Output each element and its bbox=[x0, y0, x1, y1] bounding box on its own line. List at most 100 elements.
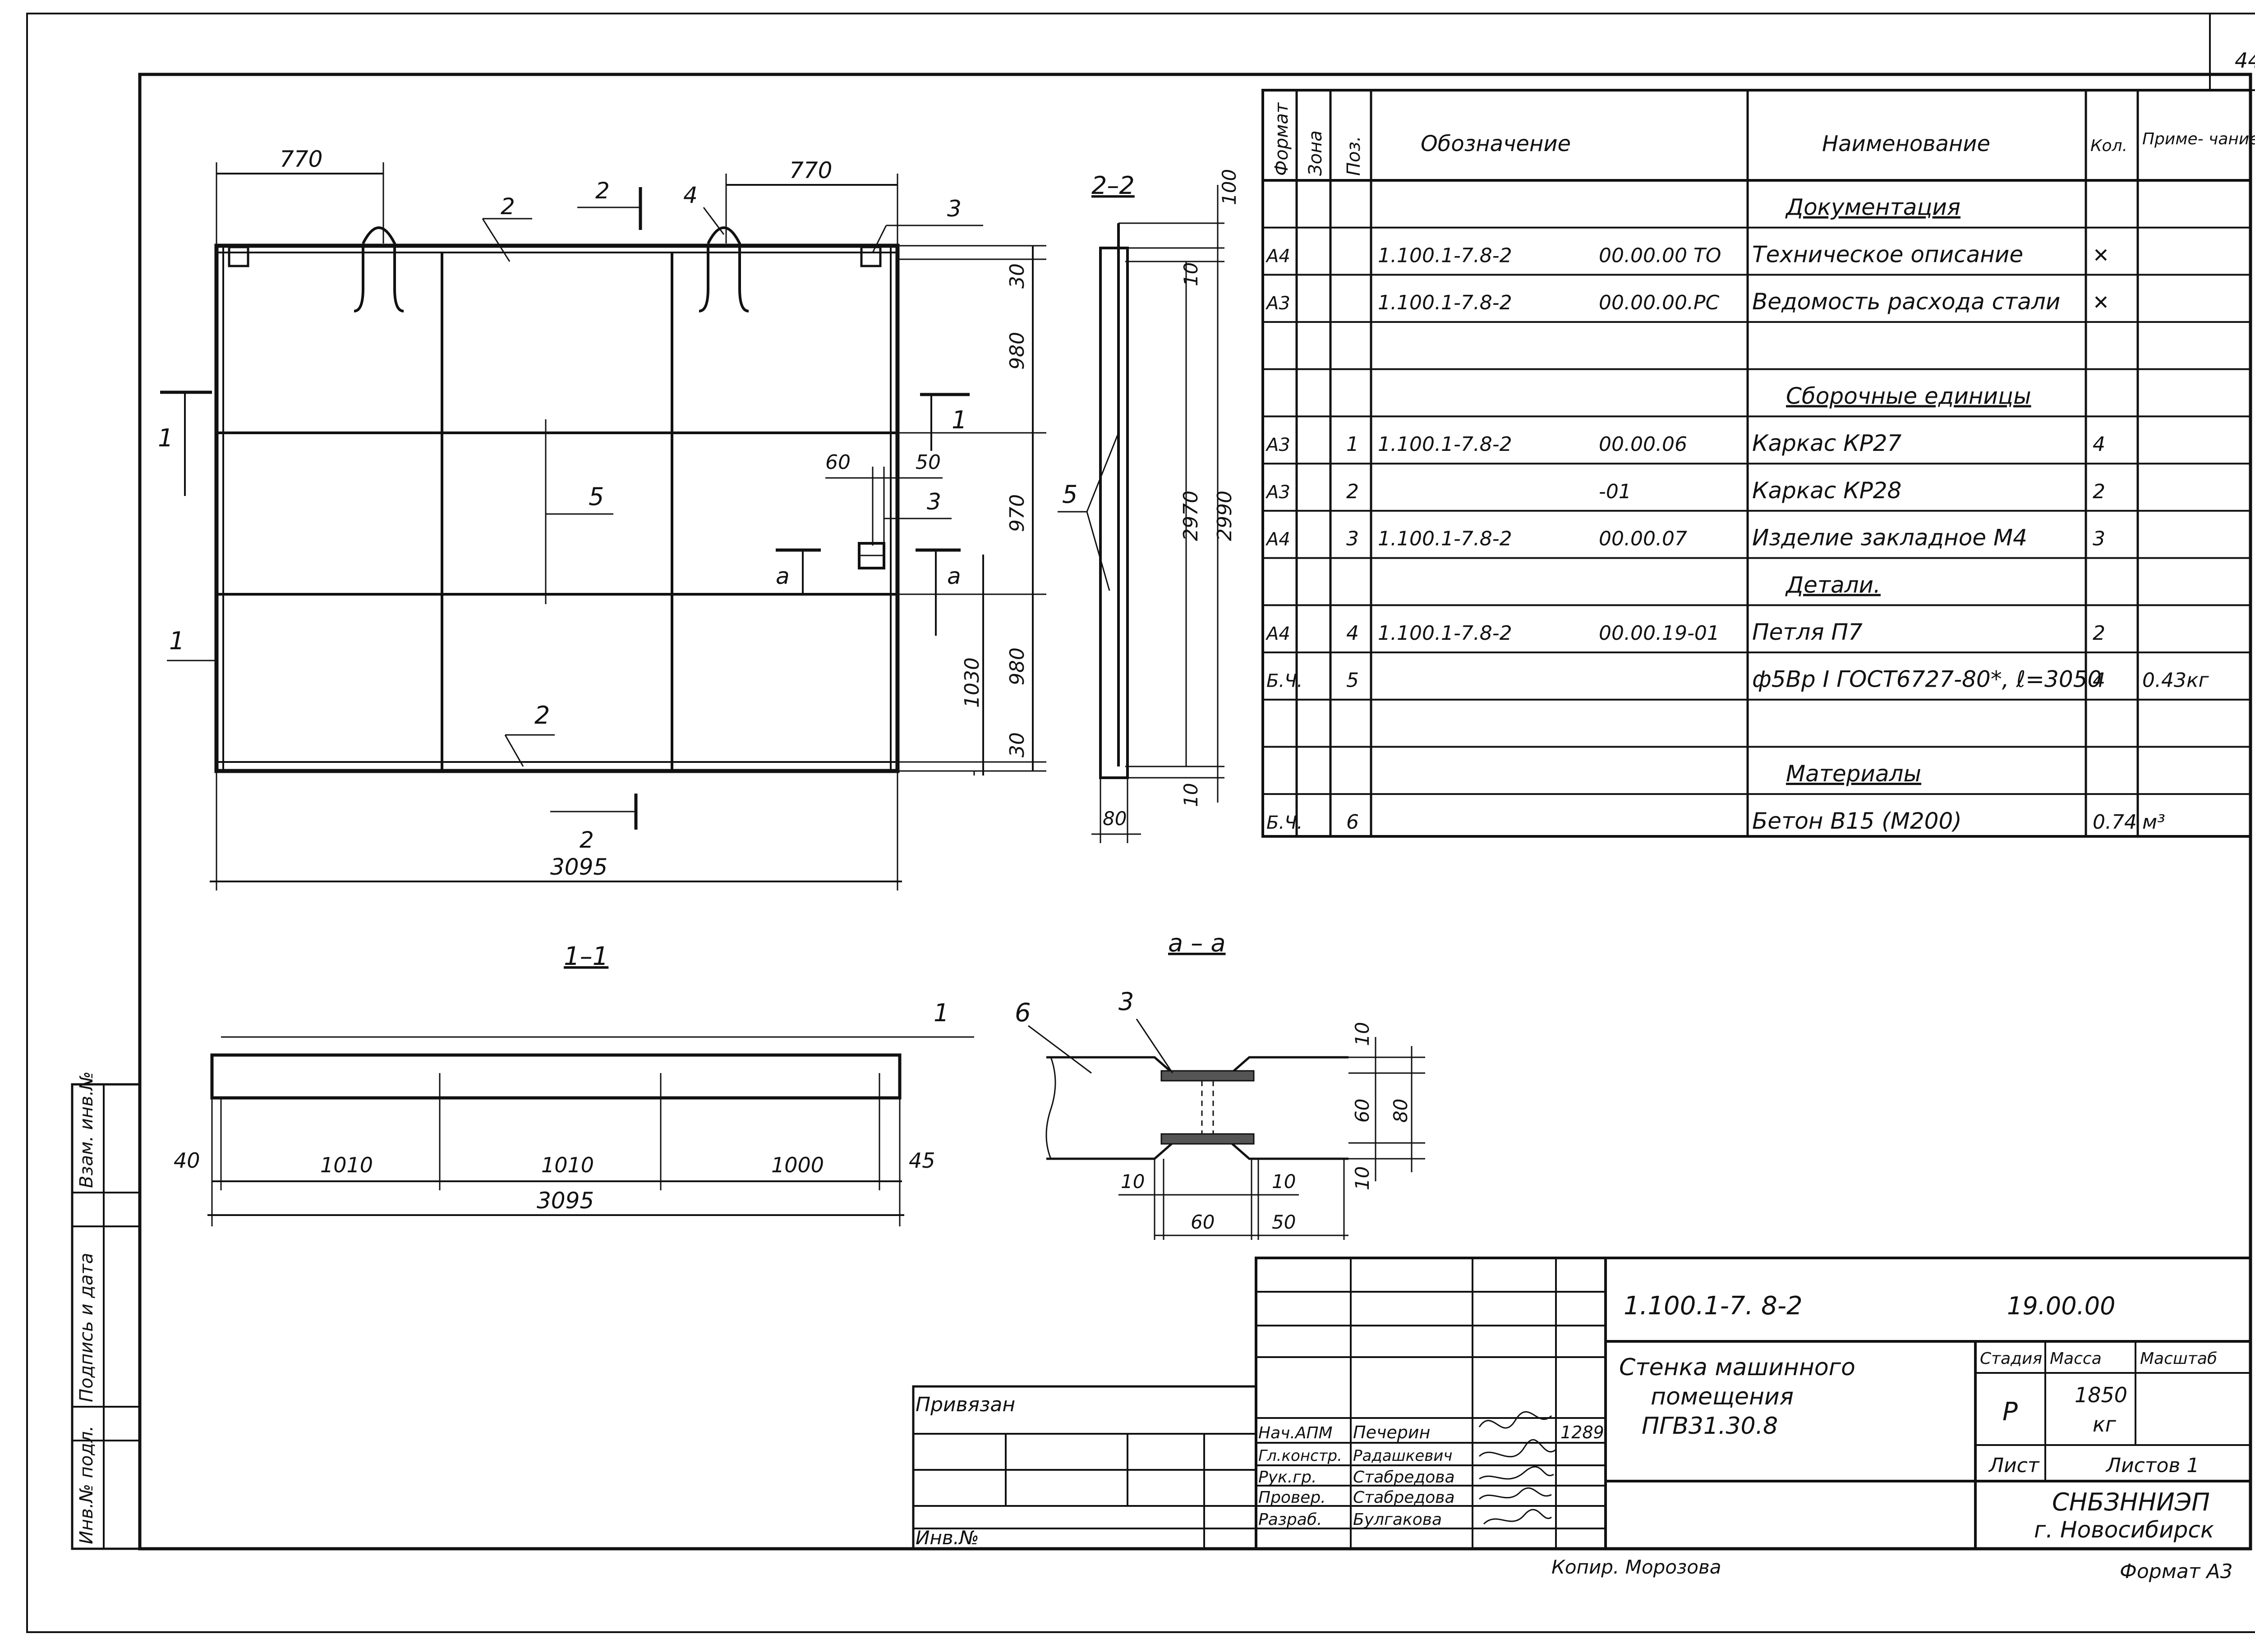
spec-cell-format: А4 bbox=[1265, 624, 1290, 644]
s11-dim-1000: 1000 bbox=[771, 1153, 824, 1177]
embedded-part bbox=[860, 246, 882, 267]
spec-cell-name: Материалы bbox=[1786, 761, 1921, 787]
stamp-signature-date: Подпись и дата bbox=[76, 1253, 97, 1402]
s22-dim-10-bot: 10 bbox=[1180, 783, 1202, 807]
s11-dim-45: 45 bbox=[909, 1148, 935, 1173]
spec-cell-format: А3 bbox=[1265, 435, 1290, 455]
spec-cell-designation: 1.100.1-7.8-2 bbox=[1378, 528, 1512, 551]
signature bbox=[1478, 1439, 1556, 1458]
wall-panel-outline bbox=[214, 243, 900, 773]
spec-cell-qty: 3 bbox=[2093, 528, 2105, 551]
org-line-1: СНБЗННИЭП bbox=[2052, 1488, 2210, 1516]
s22-dim-2990: 2990 bbox=[1213, 491, 1236, 541]
embed-plate-bottom bbox=[1160, 1133, 1255, 1145]
staff-role-5: Разраб. bbox=[1258, 1510, 1322, 1529]
doc-code: 1.100.1-7. 8-2 bbox=[1624, 1291, 1803, 1321]
dim-980-a: 980 bbox=[1006, 332, 1029, 370]
saa-callout-3: 3 bbox=[1118, 987, 1134, 1016]
spec-cell-code: 00.00.00.РС bbox=[1599, 291, 1719, 314]
s11-dim-3095: 3095 bbox=[537, 1188, 594, 1214]
spec-cell-name: Каркас КР28 bbox=[1752, 477, 1901, 504]
plan-view: 770 770 2 2 4 3 30 980 970 980 30 1030 6… bbox=[158, 146, 1046, 890]
spec-cell-code: 00.00.06 bbox=[1599, 433, 1687, 456]
callout-5: 5 bbox=[589, 482, 604, 511]
spec-cell-pos: 6 bbox=[1346, 811, 1359, 834]
section-a-a-title: а – а bbox=[1168, 929, 1226, 957]
signature bbox=[1479, 1466, 1554, 1480]
side-stamp: Инв.№ подл. Подпись и дата Взам. инв.№ bbox=[71, 1071, 141, 1550]
spec-cell-pos: 3 bbox=[1346, 528, 1359, 551]
specification-table: Формат Зона Поз. Обозначение Наименовани… bbox=[1261, 89, 2255, 838]
spec-cell-designation: 1.100.1-7.8-2 bbox=[1378, 433, 1512, 456]
spec-cell-qty: 0.74 bbox=[2093, 811, 2137, 834]
staff-name-2: Радашкевич bbox=[1353, 1447, 1452, 1465]
spec-cell-pos: 4 bbox=[1346, 622, 1359, 645]
signature bbox=[1483, 1509, 1552, 1525]
staff-name-1: Печерин bbox=[1353, 1423, 1430, 1442]
privyazan-label: Привязан bbox=[916, 1393, 1015, 1416]
s22-dim-2970: 2970 bbox=[1179, 491, 1202, 541]
cut-1-left: 1 bbox=[158, 424, 173, 452]
section-2-2-title: 2–2 bbox=[1091, 171, 1135, 200]
dim-50: 50 bbox=[916, 451, 941, 474]
sheets-label: Листов 1 bbox=[2105, 1454, 2199, 1477]
mass-value: 1850 bbox=[2075, 1383, 2127, 1407]
section-2-2-profile bbox=[1099, 247, 1129, 779]
spec-cell-format: А4 bbox=[1265, 529, 1290, 550]
dim-980-b: 980 bbox=[1006, 647, 1029, 685]
signature bbox=[1478, 1487, 1552, 1500]
cut-2-bot: 2 bbox=[580, 827, 594, 853]
lifting-loop bbox=[699, 226, 749, 312]
hdr-name: Наименование bbox=[1822, 131, 1990, 156]
scale-label: Масштаб bbox=[2140, 1349, 2217, 1368]
dim-60: 60 bbox=[825, 451, 851, 474]
dim-30-bot: 30 bbox=[1006, 732, 1029, 757]
doc-code-suffix: 19.00.00 bbox=[2007, 1292, 2115, 1320]
spec-cell-name: Детали. bbox=[1785, 572, 1881, 598]
spec-cell-qty: 4 bbox=[2093, 433, 2105, 456]
saa-dim-10-l: 10 bbox=[1121, 1170, 1145, 1193]
dim-970: 970 bbox=[1006, 494, 1029, 532]
saa-dim-10-b: 10 bbox=[1351, 1166, 1373, 1190]
staff-name-3: Стабредова bbox=[1353, 1468, 1455, 1487]
section-a-a: а – а 6 3 10 60 10 80 10 10 60 50 bbox=[1015, 929, 1425, 1240]
spec-cell-designation: 1.100.1-7.8-2 bbox=[1378, 622, 1512, 645]
spec-cell-qty: 2 bbox=[2093, 480, 2105, 503]
sheet-number: 44 bbox=[2235, 48, 2255, 73]
saa-dim-10-r: 10 bbox=[1272, 1170, 1296, 1193]
staff-role-4: Провер. bbox=[1258, 1488, 1326, 1507]
cut-1-right: 1 bbox=[952, 406, 967, 434]
saa-dim-60-v: 60 bbox=[1351, 1099, 1373, 1123]
spec-cell-name: Ведомость расхода стали bbox=[1752, 289, 2060, 315]
spec-cell-name: ф5Вр I ГОСТ6727-80*, ℓ=3050 bbox=[1752, 666, 2102, 693]
spec-cell-qty: ✕ bbox=[2093, 291, 2109, 314]
copied-by: Копир. Морозова bbox=[1551, 1556, 1721, 1578]
callout-3-mid: 3 bbox=[927, 489, 941, 515]
hdr-designation: Обозначение bbox=[1421, 131, 1571, 156]
cut-2-top: 2 bbox=[595, 178, 610, 204]
spec-cell-format: Б.Ч. bbox=[1266, 671, 1302, 692]
signature bbox=[1478, 1411, 1552, 1429]
spec-cell-name: Бетон В15 (М200) bbox=[1752, 808, 1962, 834]
title-line-3: ПГВ31.30.8 bbox=[1642, 1413, 1778, 1440]
sheet-label: Лист bbox=[1988, 1454, 2040, 1477]
spec-cell-name: Документация bbox=[1785, 194, 1960, 220]
spec-cell-designation: 1.100.1-7.8-2 bbox=[1378, 244, 1512, 267]
hdr-qty: Кол. bbox=[2090, 137, 2127, 155]
spec-cell-note: 0.43кг bbox=[2142, 669, 2209, 692]
spec-cell-format: Б.Ч. bbox=[1266, 812, 1302, 833]
title-line-2: помещения bbox=[1651, 1383, 1794, 1410]
dim-30-top: 30 bbox=[1006, 263, 1029, 289]
s11-dim-1010-b: 1010 bbox=[541, 1153, 594, 1177]
saa-dim-50: 50 bbox=[1272, 1211, 1296, 1233]
dim-770-right: 770 bbox=[789, 157, 832, 184]
hdr-format: Формат bbox=[1271, 102, 1292, 176]
dim-1030: 1030 bbox=[961, 657, 984, 708]
org-line-2: г. Новосибирск bbox=[2034, 1517, 2214, 1543]
stage-label: Стадия bbox=[1980, 1349, 2042, 1368]
saa-callout-6: 6 bbox=[1015, 998, 1031, 1028]
staff-role-3: Рук.гр. bbox=[1258, 1468, 1316, 1487]
spec-cell-format: А3 bbox=[1265, 293, 1290, 314]
spec-cell-code: 00.00.00 ТО bbox=[1599, 244, 1721, 267]
